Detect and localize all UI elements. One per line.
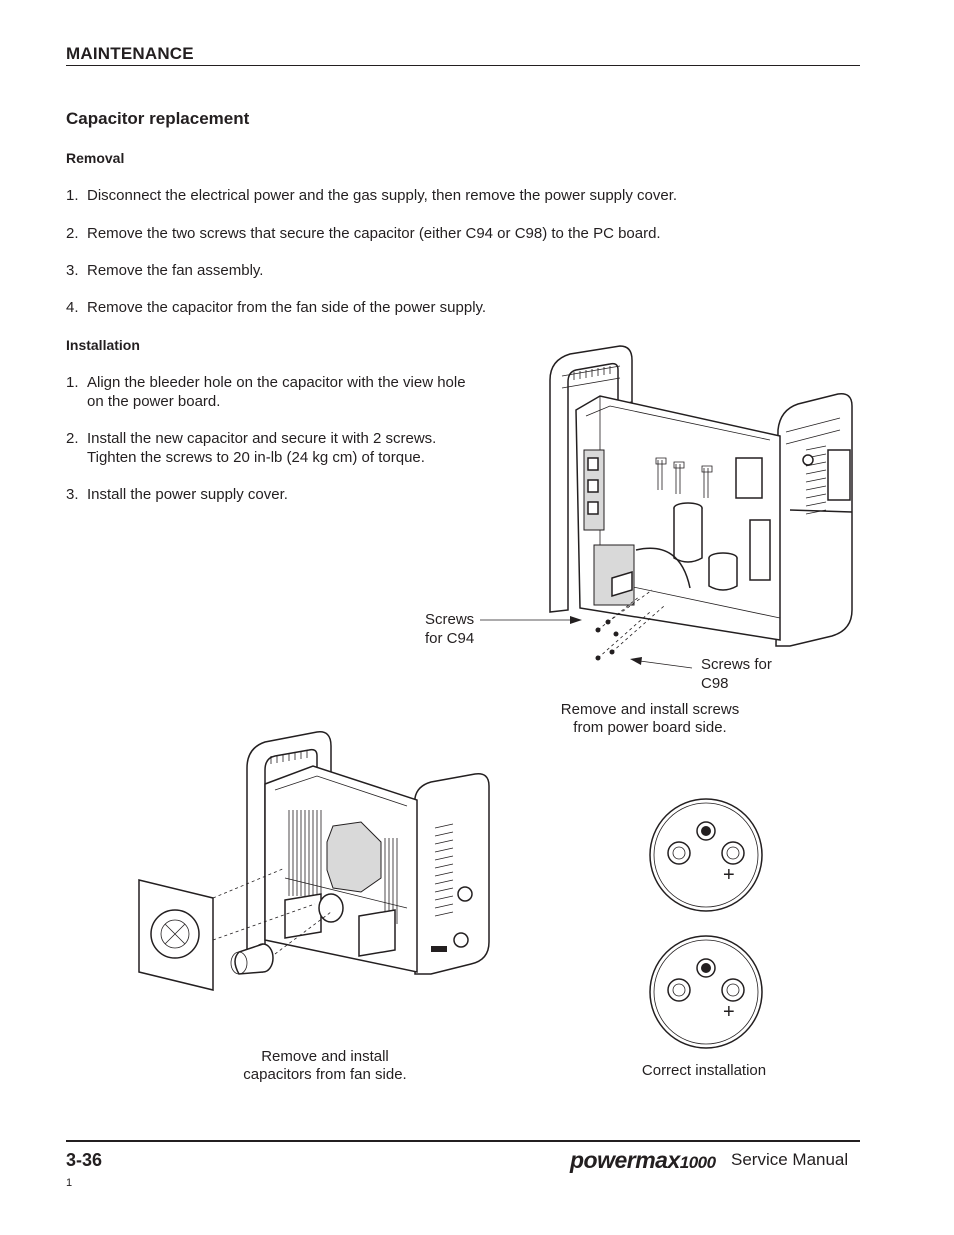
installation-step-3: 3.Install the power supply cover. xyxy=(66,486,288,503)
header-rule xyxy=(66,65,860,66)
capacitor-top-view-1 xyxy=(649,798,763,912)
plus-marker-2: + xyxy=(723,1001,735,1023)
page-title: Capacitor replacement xyxy=(66,109,250,128)
removal-step-4: 4.Remove the capacitor from the fan side… xyxy=(66,299,487,316)
manual-label: Service Manual xyxy=(731,1150,849,1169)
fan-side-illustration xyxy=(138,731,490,991)
installation-step-2: 2.Install the new capacitor and secure i… xyxy=(66,430,437,466)
capacitor-top-view-2 xyxy=(649,935,763,1049)
removal-step-2: 2.Remove the two screws that secure the … xyxy=(66,225,661,242)
revision-number: 1 xyxy=(66,1177,73,1189)
power-board-illustration xyxy=(549,345,853,661)
page-number: 3-36 xyxy=(66,1150,103,1170)
footer-rule xyxy=(66,1140,860,1142)
removal-heading: Removal xyxy=(66,150,125,166)
brand-logo: powermax1000 xyxy=(570,1147,716,1173)
removal-step-3: 3.Remove the fan assembly. xyxy=(66,262,264,279)
installation-step-1: 1.Align the bleeder hole on the capacito… xyxy=(66,374,466,410)
section-header: MAINTENANCE xyxy=(66,44,194,63)
correct-installation-caption: Correct installation xyxy=(641,1062,767,1079)
removal-step-1: 1.Disconnect the electrical power and th… xyxy=(66,187,678,204)
plus-marker-1: + xyxy=(723,864,735,886)
installation-heading: Installation xyxy=(66,337,140,353)
